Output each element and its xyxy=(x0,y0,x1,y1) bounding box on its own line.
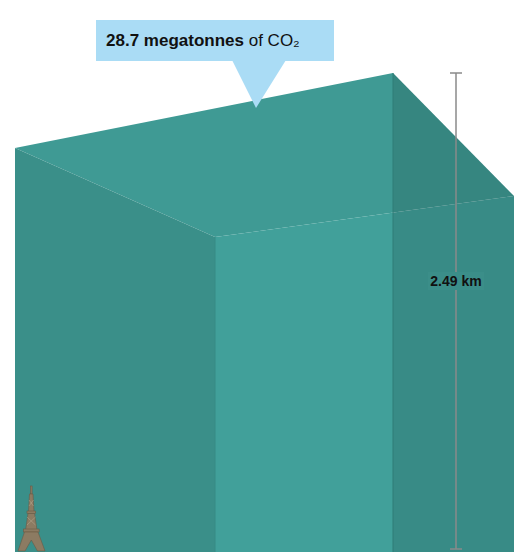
callout-text: of CO₂ xyxy=(249,31,300,50)
eiffel-tower-lattice xyxy=(27,500,36,525)
callout-tail xyxy=(232,60,286,108)
cube-back-edge xyxy=(393,73,394,552)
dimension-label: 2.49 km xyxy=(428,272,483,290)
cube-left-face xyxy=(15,148,215,552)
callout-box: 28.7 megatonnes of CO₂ xyxy=(96,20,334,61)
cube-back-shadow xyxy=(393,73,514,552)
eiffel-tower-icon xyxy=(18,486,45,551)
dimension-line xyxy=(450,73,462,549)
cube-front-edge xyxy=(215,237,216,552)
callout-text: 28.7 megatonnes xyxy=(106,31,244,50)
